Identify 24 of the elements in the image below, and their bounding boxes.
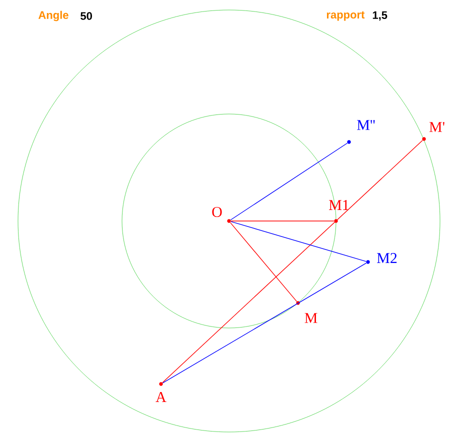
- point: A: [156, 382, 166, 402]
- node-label: M': [429, 122, 444, 132]
- node-label: O: [212, 206, 222, 218]
- parameter-label: Angle: [38, 10, 68, 22]
- line-segment: [230, 142, 348, 220]
- point: O: [212, 206, 231, 223]
- node-label: M: [304, 313, 318, 323]
- point: M2: [366, 253, 397, 264]
- line-segment: [230, 220, 334, 222]
- parameter-label: rapport: [326, 11, 365, 21]
- point: M': [422, 122, 444, 141]
- line-segment: [230, 221, 366, 262]
- line-segment: [230, 222, 298, 302]
- parameter-label: 1,5: [372, 11, 388, 21]
- node-label: A: [156, 392, 166, 402]
- node-label: M1: [329, 200, 349, 210]
- line-segment: [162, 262, 367, 384]
- parameter-label: 50: [80, 12, 92, 20]
- point: M: [296, 301, 318, 323]
- point: M'': [347, 120, 375, 144]
- node-label: M2: [377, 253, 397, 263]
- line-segment: [162, 140, 423, 383]
- node-label: M'': [357, 120, 375, 130]
- point: M1: [329, 200, 349, 223]
